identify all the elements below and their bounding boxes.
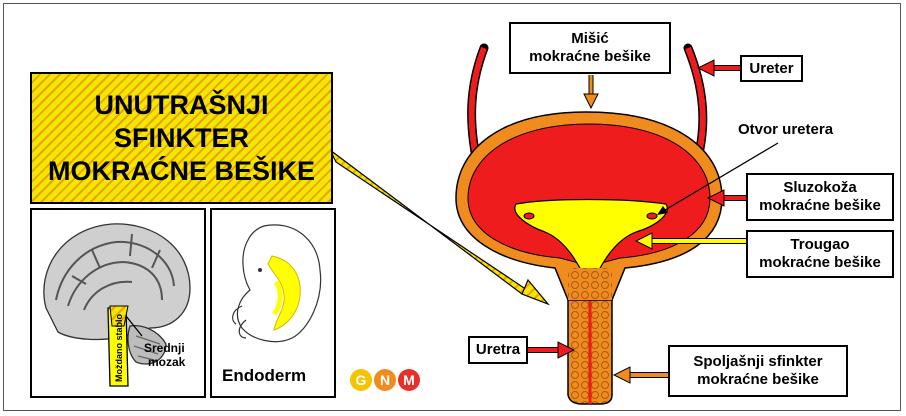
arrow-ureter <box>698 60 740 76</box>
label-sluzokoza-line2: mokraćne bešike <box>759 197 881 215</box>
label-trougao-line2: mokraćne bešike <box>759 254 881 272</box>
internal-sphincter-title: UNUTRAŠNJI SFINKTER MOKRAĆNE BEŠIKE <box>30 72 333 204</box>
label-misic-line1: Mišić <box>571 30 609 48</box>
midbrain-label-2: mozak <box>148 355 186 369</box>
arrow-spoljasnji <box>614 367 668 383</box>
ureter-opening-right <box>647 213 657 219</box>
label-spoljasnji: Spoljašnji sfinkter mokraćne bešike <box>668 345 848 397</box>
label-spoljasnji-line2: mokraćne bešike <box>697 371 819 389</box>
label-uretra: Uretra <box>468 336 528 364</box>
label-ureter: Ureter <box>740 55 803 82</box>
label-otvor-uretera: Otvor uretera <box>738 121 833 138</box>
label-sluzokoza-line1: Sluzokoža <box>783 179 856 197</box>
logo-g: G <box>350 369 372 391</box>
title-line-2: SFINKTER <box>114 122 249 155</box>
logo-m: M <box>398 369 420 391</box>
label-misic-line2: mokraćne bešike <box>529 48 651 66</box>
arrow-misic <box>584 75 598 108</box>
ureter-opening-left <box>524 213 534 219</box>
label-sluzokoza: Sluzokoža mokraćne bešike <box>746 173 894 221</box>
endoderm-label: Endoderm <box>222 366 306 386</box>
title-line-3: MOKRAĆNE BEŠIKE <box>48 155 315 188</box>
brain-panel: Moždano stablo Srednji mozak <box>30 208 206 398</box>
logo-n: N <box>374 369 396 391</box>
label-trougao-line1: Trougao <box>790 236 849 254</box>
title-line-1: UNUTRAŠNJI <box>94 89 268 122</box>
label-misic: Mišić mokraćne bešike <box>509 22 671 74</box>
arrow-uretra <box>526 342 574 358</box>
label-trougao: Trougao mokraćne bešike <box>746 230 894 278</box>
brainstem-label: Moždano stablo <box>114 314 124 382</box>
label-spoljasnji-line1: Spoljašnji sfinkter <box>693 353 822 371</box>
brain-illustration: Moždano stablo Srednji mozak <box>32 210 204 396</box>
midbrain-label-1: Srednji <box>144 341 185 355</box>
embryo-panel: Endoderm <box>210 208 336 398</box>
